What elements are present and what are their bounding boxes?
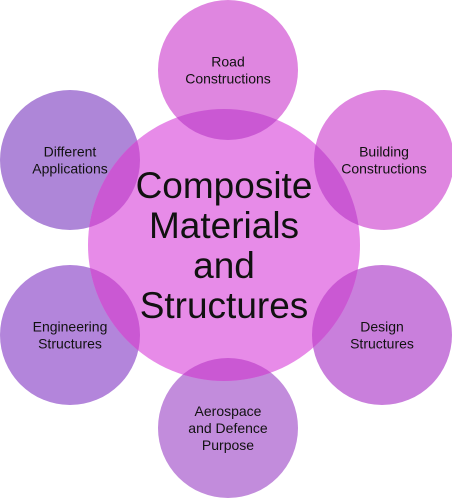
node-label-line: Structures xyxy=(38,336,102,352)
node-circle-aerospace xyxy=(158,358,298,498)
center-node xyxy=(88,109,360,381)
node-label-line: Engineering xyxy=(33,319,108,335)
node-circle-road xyxy=(158,0,298,140)
center-label-line: Composite xyxy=(136,165,313,206)
node-label-line: and Defence xyxy=(188,420,268,436)
node-label-line: Building xyxy=(359,144,409,160)
node-label-line: Different xyxy=(44,144,97,160)
center-label-line: Structures xyxy=(140,285,309,326)
center-circle xyxy=(88,109,360,381)
node-label-line: Applications xyxy=(32,161,108,177)
node-label-line: Constructions xyxy=(341,161,427,177)
node-label-line: Road xyxy=(211,54,244,70)
node-label-line: Aerospace xyxy=(195,403,262,419)
node-label-line: Structures xyxy=(350,336,414,352)
node-label-line: Constructions xyxy=(185,71,271,87)
node-label-line: Purpose xyxy=(202,437,254,453)
center-label-line: Materials xyxy=(149,205,299,246)
center-label-line: and xyxy=(193,245,255,286)
node-label-line: Design xyxy=(360,319,404,335)
